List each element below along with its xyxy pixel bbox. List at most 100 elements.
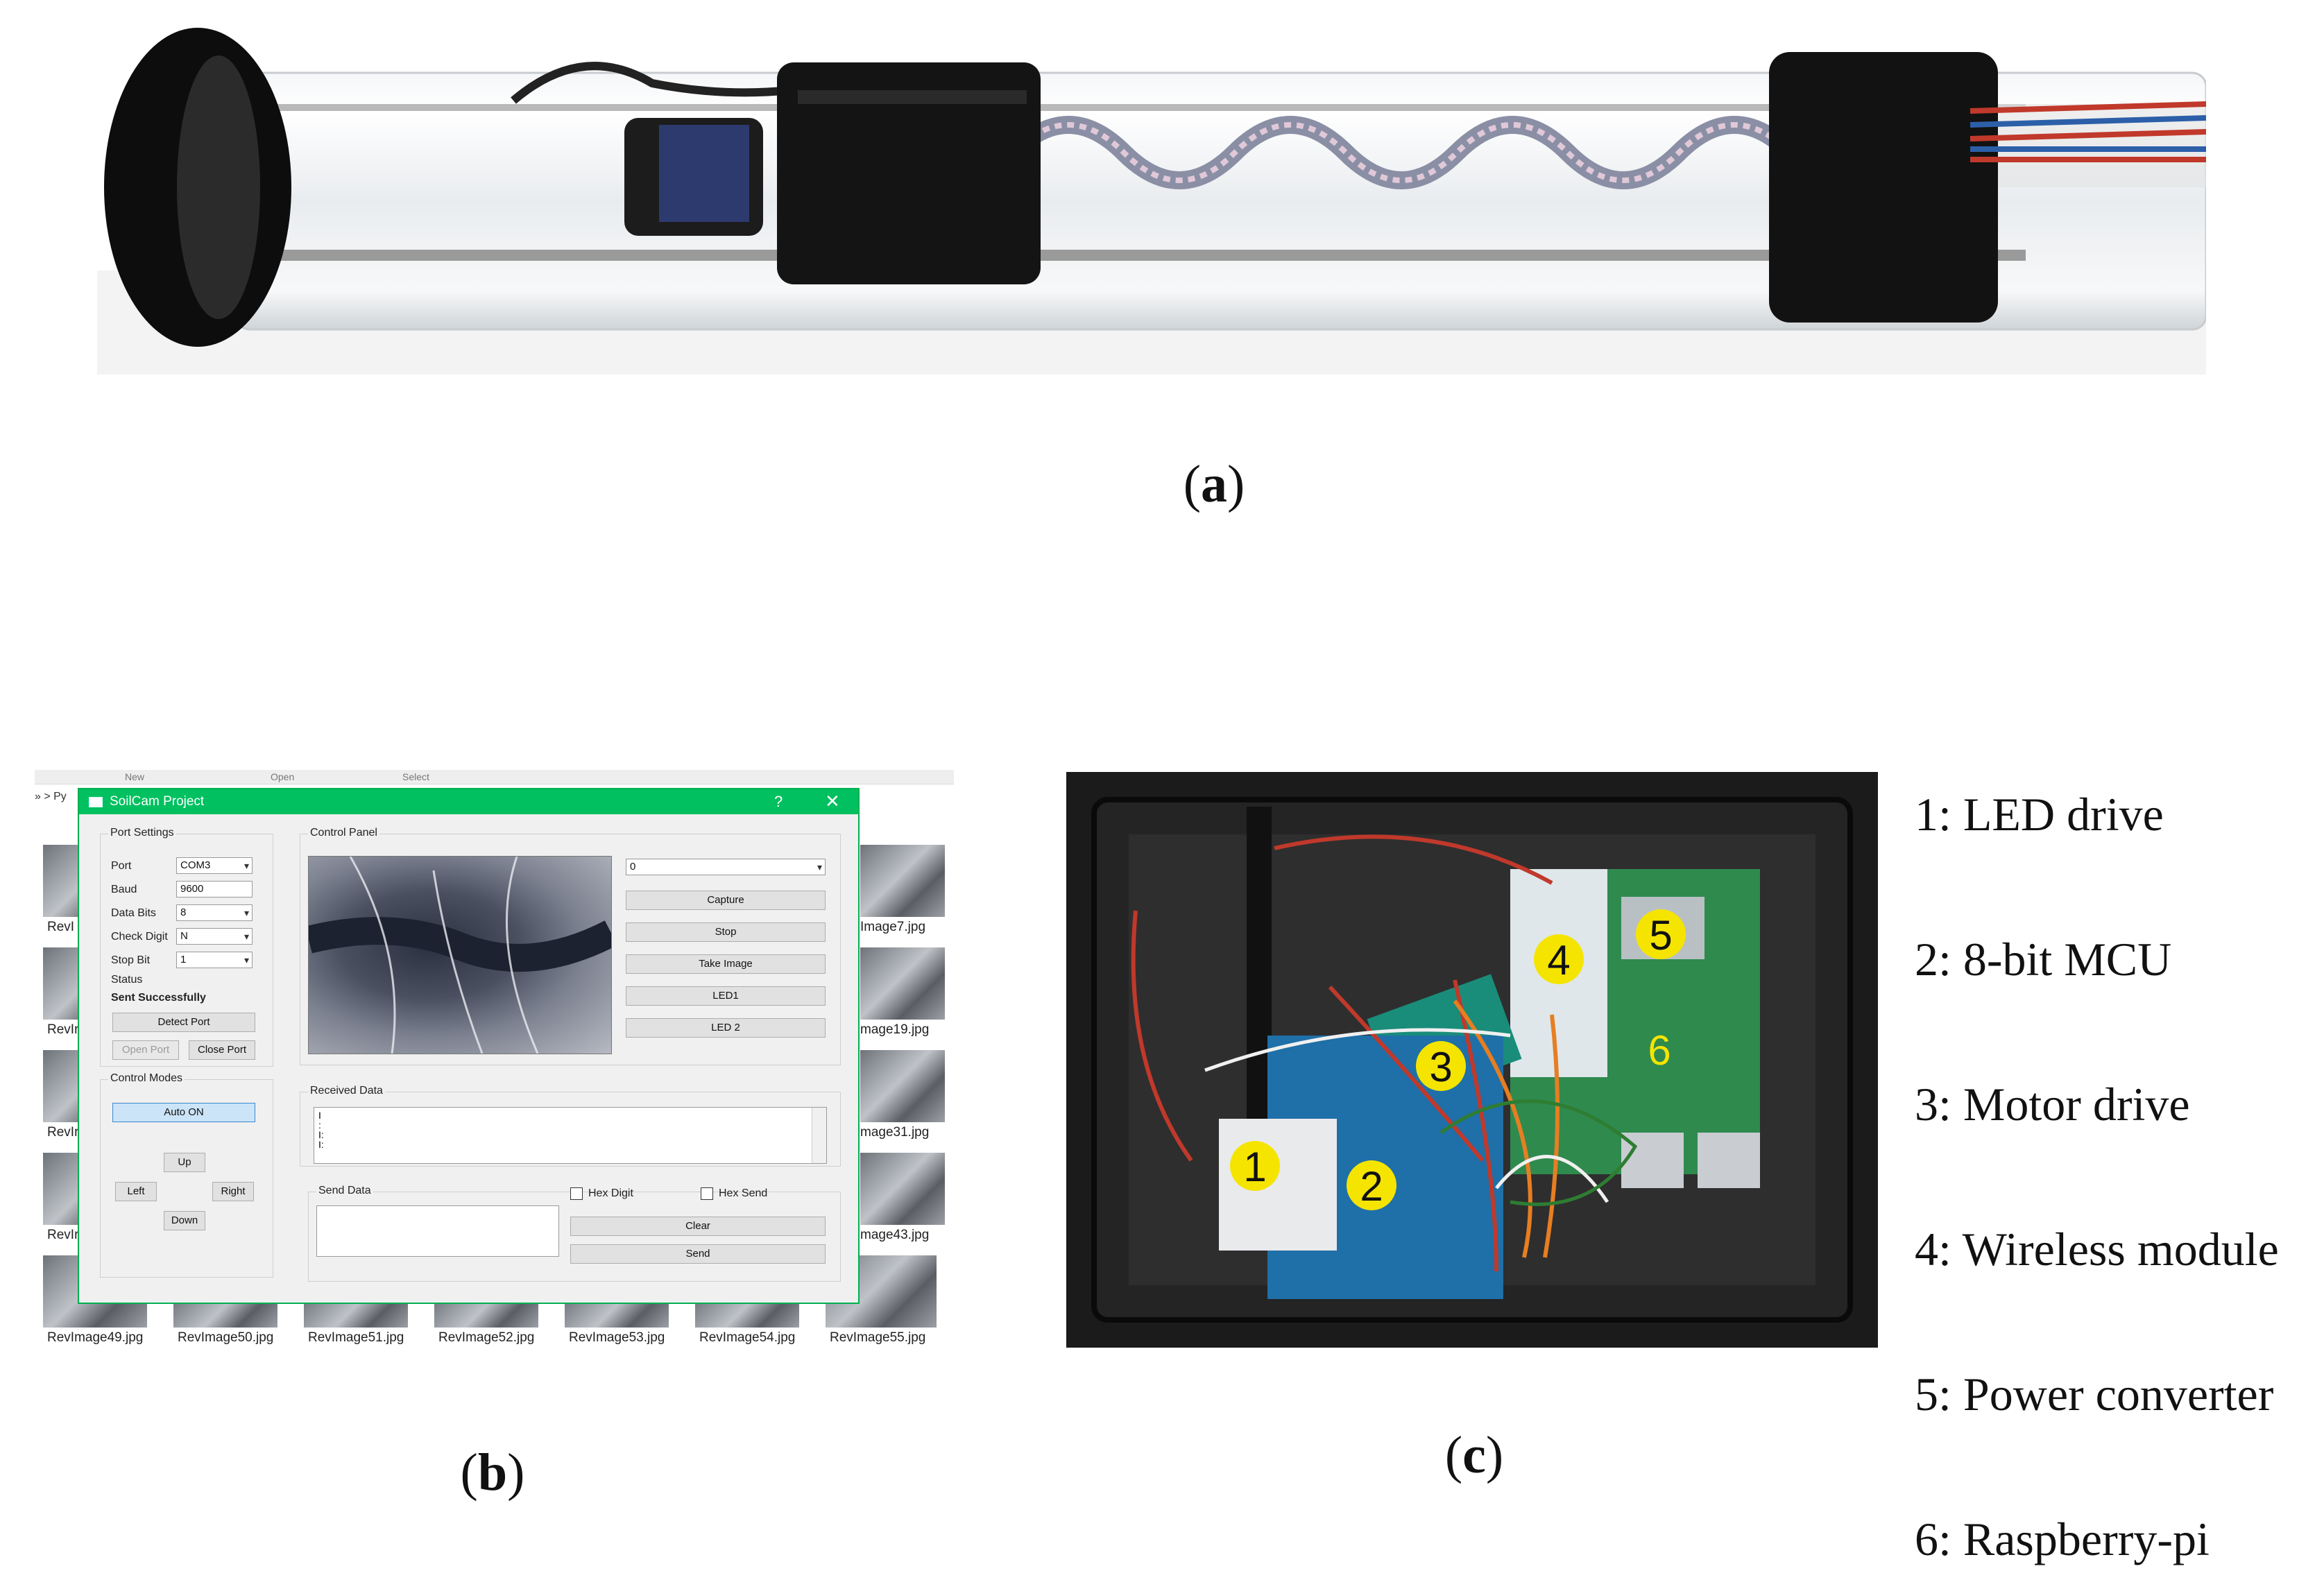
caption-c: (c)	[1444, 1426, 1504, 1484]
marker-2	[1347, 1160, 1396, 1210]
stop-button[interactable]: Stop	[626, 922, 826, 942]
legend-item-motor-drive: 3: Motor drive	[1915, 1078, 2190, 1131]
thumbnail-label: RevImage49.jpg	[47, 1330, 144, 1345]
thumbnail-label: RevIr	[47, 1125, 79, 1140]
led2-button[interactable]: LED 2	[626, 1018, 826, 1038]
check-digit-select[interactable]: N	[176, 928, 253, 945]
thumbnail-label: RevImage50.jpg	[178, 1330, 274, 1345]
capture-button[interactable]: Capture	[626, 891, 826, 910]
marker-4-text: 4	[1547, 937, 1570, 984]
legend-item-power-converter: 5: Power converter	[1915, 1368, 2274, 1420]
left-button[interactable]: Left	[115, 1182, 157, 1201]
received-data-textarea[interactable]: I : I: I:	[314, 1107, 827, 1164]
hex-digit-checkbox[interactable]	[570, 1187, 583, 1200]
legend-item-wireless-module: 4: Wireless module	[1915, 1223, 2279, 1276]
camera-select[interactable]: 0	[626, 859, 826, 875]
marker-1	[1230, 1141, 1280, 1191]
thumbnail-image[interactable]	[860, 947, 945, 1020]
soilcam-tube-photo	[97, 28, 2206, 375]
explorer-select[interactable]: Select	[402, 771, 429, 782]
thumbnail-image[interactable]	[860, 1153, 945, 1225]
clear-button[interactable]: Clear	[570, 1217, 826, 1236]
auto-on-button[interactable]: Auto ON	[112, 1103, 255, 1122]
hex-send-label: Hex Send	[719, 1187, 768, 1199]
port-settings-title: Port Settings	[108, 827, 176, 839]
close-icon[interactable]: ✕	[825, 791, 840, 811]
dialog-title-bar[interactable]: SoilCam Project ? ✕	[79, 789, 858, 814]
marker-3-text: 3	[1429, 1044, 1452, 1090]
received-line: I:	[318, 1129, 324, 1140]
control-modes-title: Control Modes	[108, 1072, 185, 1085]
help-icon[interactable]: ?	[774, 793, 783, 810]
thumbnail-label: Image7.jpg	[860, 920, 926, 934]
caption-a: (a)	[1183, 455, 1245, 513]
marker-2-text: 2	[1360, 1163, 1383, 1210]
soilcam-software-screenshot: New Open Select » > Py RevI RevIr RevIr …	[35, 770, 954, 1366]
thumbnail-label: RevIr	[47, 1228, 79, 1242]
close-port-button[interactable]: Close Port	[189, 1040, 255, 1060]
port-select[interactable]: COM3	[176, 857, 253, 874]
explorer-new[interactable]: New	[125, 771, 145, 782]
app-icon	[89, 797, 103, 807]
explorer-breadcrumb[interactable]: » > Py	[35, 791, 67, 802]
up-button[interactable]: Up	[164, 1153, 205, 1172]
thumbnail-image[interactable]	[860, 845, 945, 917]
thumbnail-label: mage31.jpg	[860, 1125, 930, 1140]
received-data-title: Received Data	[308, 1085, 385, 1097]
baud-label: Baud	[111, 884, 137, 895]
thumbnail-label: RevImage53.jpg	[569, 1330, 665, 1345]
data-bits-label: Data Bits	[111, 907, 156, 919]
control-panel-title: Control Panel	[308, 827, 379, 839]
thumbnail-label: RevIr	[47, 1022, 79, 1037]
status-value: Sent Successfully	[111, 992, 206, 1004]
baud-input[interactable]: 9600	[176, 881, 253, 897]
thumbnail-image[interactable]	[860, 1050, 945, 1122]
received-scrollbar[interactable]	[812, 1108, 826, 1163]
marker-4	[1534, 934, 1584, 984]
marker-6	[1634, 1024, 1684, 1074]
marker-5-text: 5	[1649, 912, 1672, 959]
hex-send-checkbox[interactable]	[701, 1187, 713, 1200]
port-label: Port	[111, 860, 132, 872]
explorer-open[interactable]: Open	[271, 771, 295, 782]
thumbnail-label: RevImage54.jpg	[699, 1330, 796, 1345]
right-button[interactable]: Right	[212, 1182, 254, 1201]
caption-b: (b)	[460, 1443, 525, 1502]
down-button[interactable]: Down	[164, 1211, 205, 1230]
hex-digit-label: Hex Digit	[588, 1187, 633, 1199]
camera-preview	[308, 856, 612, 1054]
thumbnail-label: RevI	[47, 920, 75, 934]
control-modes-group	[100, 1079, 273, 1278]
marker-5	[1636, 909, 1686, 959]
dialog-title: SoilCam Project	[110, 794, 205, 809]
marker-3	[1416, 1041, 1466, 1091]
send-data-textarea[interactable]	[316, 1205, 559, 1257]
received-line: :	[318, 1119, 321, 1131]
legend-item-mcu: 2: 8-bit MCU	[1915, 933, 2172, 986]
photo-markers: 1 2 3 4 5 6	[1230, 909, 1686, 1210]
send-data-title: Send Data	[316, 1185, 373, 1197]
check-digit-label: Check Digit	[111, 931, 168, 943]
stop-bit-select[interactable]: 1	[176, 952, 253, 968]
thumbnail-label: mage19.jpg	[860, 1022, 930, 1037]
legend-item-led-drive: 1: LED drive	[1915, 788, 2164, 841]
received-line: I:	[318, 1139, 324, 1150]
control-panel-group	[300, 834, 841, 1065]
soilcam-dialog: SoilCam Project ? ✕ Port Settings Port C…	[78, 788, 860, 1304]
take-image-button[interactable]: Take Image	[626, 954, 826, 974]
thumbnail-label: RevImage55.jpg	[830, 1330, 926, 1345]
port-settings-group	[100, 834, 273, 1067]
detect-port-button[interactable]: Detect Port	[112, 1013, 255, 1032]
thumbnail-label: RevImage52.jpg	[438, 1330, 535, 1345]
thumbnail-label: mage43.jpg	[860, 1228, 930, 1242]
led1-button[interactable]: LED1	[626, 986, 826, 1006]
data-bits-select[interactable]: 8	[176, 904, 253, 921]
status-label: Status	[111, 974, 143, 986]
send-button[interactable]: Send	[570, 1244, 826, 1264]
thumbnail-label: RevImage51.jpg	[308, 1330, 404, 1345]
explorer-toolbar: New Open Select	[35, 770, 954, 784]
stop-bit-label: Stop Bit	[111, 954, 151, 966]
open-port-button[interactable]: Open Port	[112, 1040, 179, 1060]
marker-1-text: 1	[1243, 1144, 1266, 1190]
received-line: I	[318, 1110, 321, 1121]
